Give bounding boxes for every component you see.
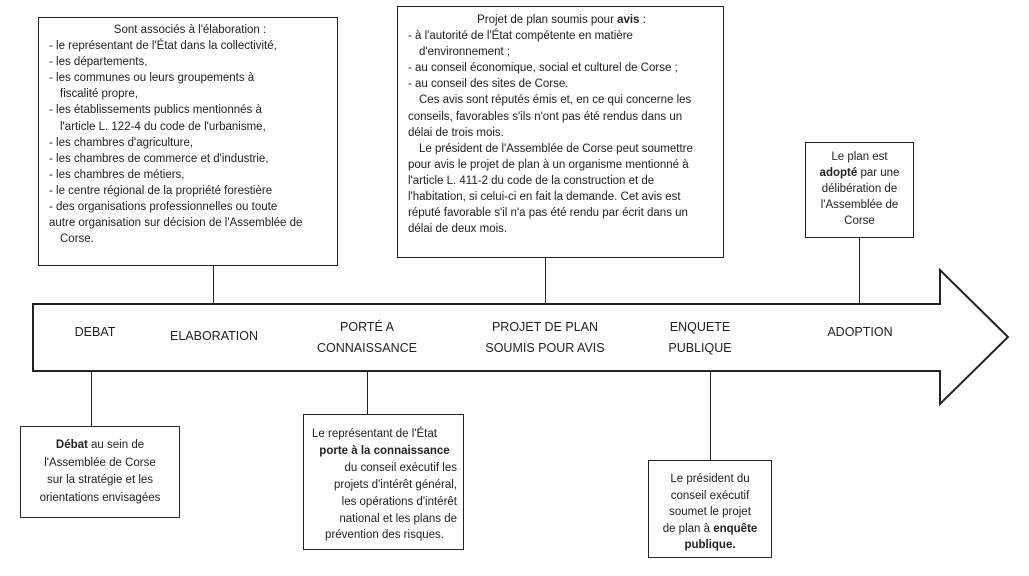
porte-bold: porte à la connaissance xyxy=(319,444,450,457)
connector-elaboration xyxy=(213,266,214,304)
stage-elaboration-label: ELABORATION xyxy=(170,329,258,343)
porte-box: Le représentant de l'État porte à la con… xyxy=(303,414,464,550)
avis-line: pour avis le projet de plan à un organis… xyxy=(408,158,689,171)
avis-line: - au conseil économique, social et cultu… xyxy=(408,62,678,75)
porte-line: projets d'intérêt général, xyxy=(333,478,457,491)
stage-enquete-publique: ENQUETE PUBLIQUE xyxy=(655,317,745,359)
porte-line: porte à la connaissance xyxy=(312,443,457,460)
connector-debat xyxy=(91,371,92,426)
enquete-line: de plan à enquête xyxy=(653,521,767,538)
stage-porte-line2: CONNAISSANCE xyxy=(316,341,418,355)
avis-line: l'habitation, si celui-ci en fait la dem… xyxy=(408,191,681,204)
elaboration-item: Corse. xyxy=(60,233,94,246)
avis-title-bold: avis xyxy=(617,14,640,26)
elaboration-box: Sont associés à l'élaboration : - le rep… xyxy=(38,17,338,266)
stage-projet-line1: PROJET DE PLAN xyxy=(491,320,599,334)
elaboration-item: autre organisation sur décision de l'Ass… xyxy=(49,217,303,230)
avis-line: délai de trois mois. xyxy=(408,126,504,139)
stage-projet-de-plan: PROJET DE PLAN SOUMIS POUR AVIS xyxy=(470,317,620,359)
elaboration-title: Sont associés à l'élaboration : xyxy=(113,24,267,36)
adoption-line: Le plan est xyxy=(831,151,888,163)
connector-adoption xyxy=(859,238,860,304)
debat-line: Débat au sein de xyxy=(25,437,175,455)
avis-title-prefix: Projet de plan soumis pour xyxy=(477,14,618,26)
enquete-line: publique. xyxy=(653,537,767,554)
debat-line: l'Assemblée de Corse xyxy=(44,456,156,469)
porte-line: prévention des risques. xyxy=(325,529,444,542)
avis-line: Ces avis sont réputés émis et, en ce qui… xyxy=(419,94,692,107)
elaboration-item: - les chambres de métiers, xyxy=(49,168,185,181)
avis-line: - au conseil des sites de Corse. xyxy=(408,78,569,91)
stage-porte-a-connaissance: PORTÉ A CONNAISSANCE xyxy=(302,317,432,359)
elaboration-item: - le représentant de l'État dans la coll… xyxy=(49,40,277,53)
connector-avis xyxy=(545,258,546,304)
enquete-line: Le président du xyxy=(670,473,750,485)
stage-projet-line2: SOUMIS POUR AVIS xyxy=(485,341,605,355)
enquete-bold: enquête xyxy=(713,522,758,535)
elaboration-item: - les établissements publics mentionnés … xyxy=(49,104,262,117)
connector-porte xyxy=(367,371,368,414)
adoption-line: adopté par une xyxy=(810,165,909,181)
porte-line: du conseil exécutif les xyxy=(344,461,457,474)
debat-rest: au sein de xyxy=(87,439,145,451)
enquete-line: soumet le projet xyxy=(669,506,751,519)
enquete-bold-2: publique. xyxy=(684,539,736,552)
stage-debat-label: DEBAT xyxy=(74,325,116,339)
debat-box: Débat au sein de l'Assemblée de Corse su… xyxy=(20,426,180,518)
avis-line: - à l'autorité de l'État compétente en m… xyxy=(408,30,633,43)
avis-line: réputé favorable s'il n'a pas été rendu … xyxy=(408,207,688,220)
stage-enquete-line2: PUBLIQUE xyxy=(668,341,732,355)
elaboration-item: - le centre régional de la propriété for… xyxy=(49,184,273,197)
stage-porte-line1: PORTÉ A xyxy=(340,320,394,334)
elaboration-item: - les chambres d'agriculture, xyxy=(49,136,194,149)
debat-line: sur la stratégie et les xyxy=(46,474,154,486)
stage-adoption: ADOPTION xyxy=(810,322,910,343)
elaboration-item: - des organisations professionnelles ou … xyxy=(49,201,278,214)
avis-title: Projet de plan soumis pour avis : xyxy=(408,12,715,28)
avis-title-suffix: : xyxy=(639,14,646,26)
enquete-rest: de plan à xyxy=(662,522,714,535)
adoption-line: Corse xyxy=(844,215,875,228)
debat-bold: Débat xyxy=(55,439,88,451)
avis-box: Projet de plan soumis pour avis : - à l'… xyxy=(397,6,724,258)
adoption-box: Le plan est adopté par une délibération … xyxy=(805,142,914,238)
avis-line: délai de deux mois. xyxy=(408,223,508,236)
adoption-bold: adopté xyxy=(819,167,858,180)
stage-elaboration: ELABORATION xyxy=(150,326,278,347)
elaboration-item: - les départements, xyxy=(49,56,148,69)
avis-line: Le président de l'Assemblée de Corse peu… xyxy=(419,142,693,155)
elaboration-item: l'article L. 122-4 du code de l'urbanism… xyxy=(60,120,266,133)
adoption-rest: par une xyxy=(857,167,900,180)
porte-line: les opérations d'intérêt xyxy=(341,495,457,508)
stage-adoption-label: ADOPTION xyxy=(827,325,893,339)
avis-line: conseils, favorables s'ils n'ont pas été… xyxy=(408,110,683,123)
stage-enquete-line1: ENQUETE xyxy=(669,320,731,334)
connector-enquete xyxy=(710,371,711,460)
adoption-line: l'Assemblée de xyxy=(820,199,899,212)
debat-line: orientations envisagées xyxy=(39,491,161,504)
porte-line: Le représentant de l'État xyxy=(312,428,437,440)
avis-line: d'environnement ; xyxy=(419,46,511,59)
enquete-box: Le président du conseil exécutif soumet … xyxy=(648,460,772,558)
adoption-line: délibération de xyxy=(821,183,898,196)
elaboration-item: - les chambres de commerce et d'industri… xyxy=(49,152,269,165)
enquete-line: conseil exécutif xyxy=(670,489,750,502)
porte-line: national et les plans de xyxy=(339,512,457,525)
stage-debat: DEBAT xyxy=(60,322,130,343)
elaboration-item: fiscalité propre, xyxy=(60,88,138,101)
avis-line: l'article L. 411-2 du code de la constru… xyxy=(408,174,655,187)
elaboration-item: - les communes ou leurs groupements à xyxy=(49,72,255,85)
